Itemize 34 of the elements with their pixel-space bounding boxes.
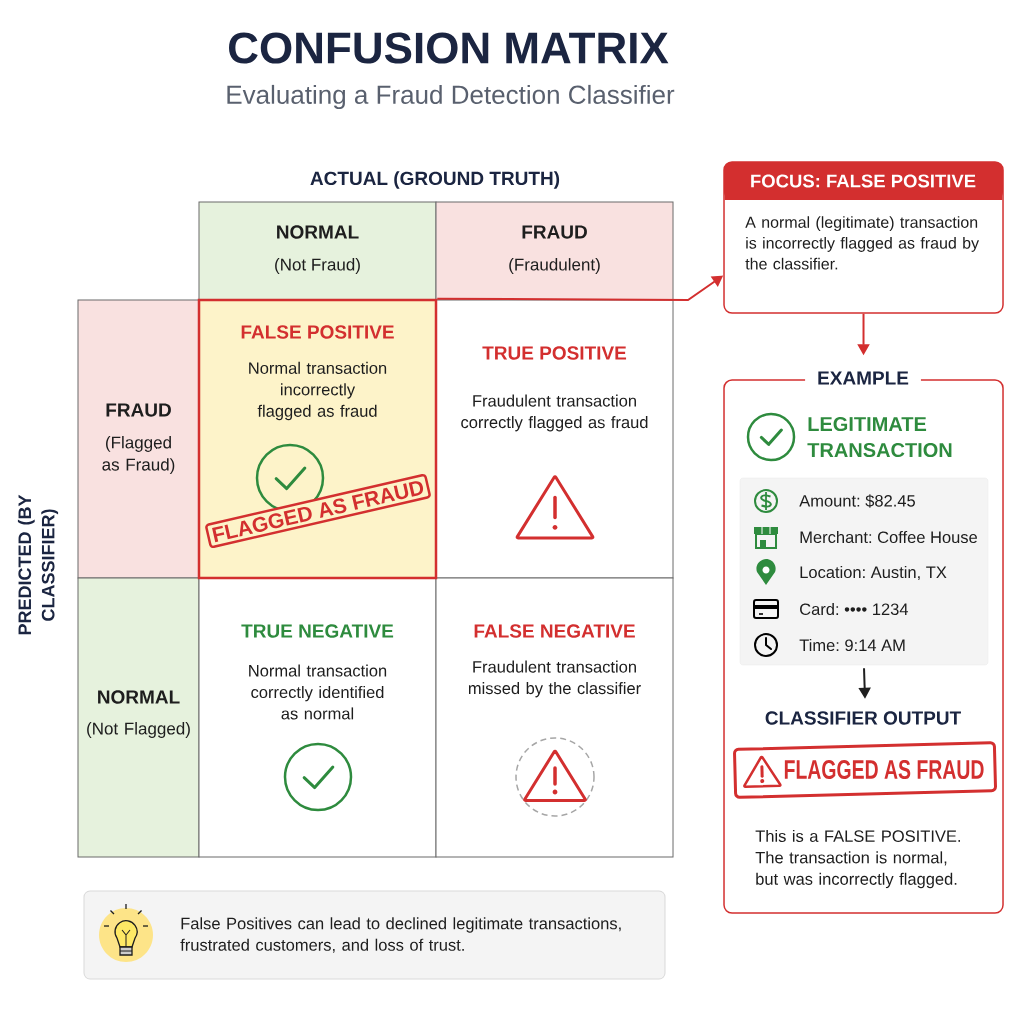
cell-text: (Fraudulent) xyxy=(509,258,600,274)
box-heading: CLASSIFIER OUTPUT xyxy=(765,711,961,725)
axis-label: PREDICTED (BY CLASSIFIER) xyxy=(17,494,59,635)
header-title: FRAUD xyxy=(106,403,171,417)
example-text: This is a FALSE POSITIVE. The transaction is normal, but was incorrectly flagged. xyxy=(755,829,960,889)
subtitle: Evaluating a Fraud Detection Classifier xyxy=(227,84,675,110)
axis-label: ACTUAL (GROUND TRUTH) xyxy=(310,171,560,189)
detail-text: Amount: $82.45 xyxy=(799,494,915,508)
title: CONFUSION MATRIX xyxy=(229,32,669,64)
cell-text: Normal transaction correctly identified as normal xyxy=(249,664,387,720)
stamp: FLAGGED AS FRAUD xyxy=(733,741,997,799)
cell-text: (Not Fraud) xyxy=(275,258,360,274)
cell-text: (Not Flagged) xyxy=(87,722,190,738)
example-heading: LEGITIMATE TRANSACTION xyxy=(807,416,952,458)
header-title: FRAUD xyxy=(522,225,587,239)
box-heading: EXAMPLE xyxy=(805,369,921,387)
cell-heading: FALSE POSITIVE xyxy=(241,325,394,339)
cell-text: Fraudulent transaction missed by the classifier xyxy=(468,660,641,698)
detail-text: Card: •••• 1234 xyxy=(800,602,908,616)
stamp: FLAGGED AS FRAUD xyxy=(205,473,431,549)
box-text: A normal (legitimate) transaction is incorrectly flagged as fraud by the classifier. xyxy=(745,216,979,270)
detail-text: Time: 9:14 AM xyxy=(799,638,905,652)
box-heading: FOCUS: FALSE POSITIVE xyxy=(751,174,976,188)
header-title: NORMAL xyxy=(277,225,359,239)
detail-text: Location: Austin, TX xyxy=(800,566,947,581)
cell-text: Fraudulent transaction correctly flagged as fraud xyxy=(461,394,648,432)
note-text: False Positives can lead to declined legitimate transactions, frustrated customers, and loss of trust. xyxy=(180,917,621,953)
header-title: NORMAL xyxy=(98,690,180,704)
cell-text: (Flagged as Fraud) xyxy=(102,436,175,474)
cell-heading: TRUE POSITIVE xyxy=(482,346,627,360)
cell-heading: FALSE NEGATIVE xyxy=(474,624,635,638)
cell-text: Normal transaction incorrectly flagged as fraud xyxy=(249,361,387,421)
cell-heading: TRUE NEGATIVE xyxy=(241,624,394,638)
detail-text: Merchant: Coffee House xyxy=(800,530,977,544)
